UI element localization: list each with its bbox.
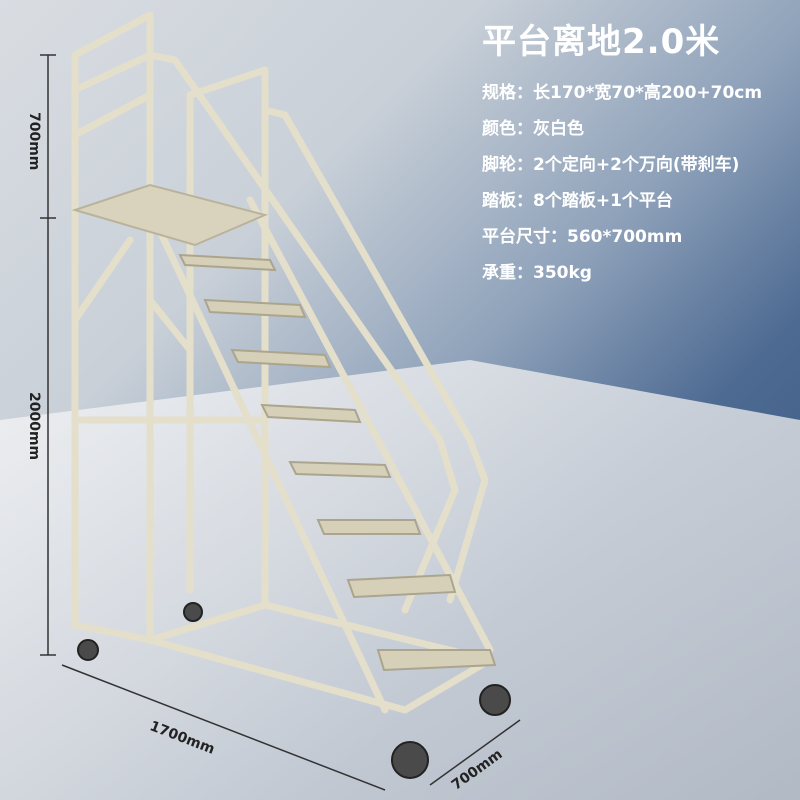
caster-wheel xyxy=(391,741,429,779)
product-title: 平台离地2.0米 xyxy=(482,22,721,62)
caster-wheel xyxy=(479,684,511,716)
step xyxy=(203,298,307,319)
dimension-platform-height: 2000mm xyxy=(26,392,42,461)
handrail-left xyxy=(146,51,459,614)
step xyxy=(316,519,422,535)
caster-wheel xyxy=(183,602,203,622)
spec-row-size: 规格：长170*宽70*高200+70cm xyxy=(482,83,763,103)
step xyxy=(260,403,362,424)
caster-wheel xyxy=(77,639,99,661)
spec-row-casters: 脚轮：2个定向+2个万向(带刹车) xyxy=(482,155,740,175)
step xyxy=(376,649,497,672)
step xyxy=(346,573,457,599)
dimension-rail-height: 700mm xyxy=(26,112,42,171)
spec-row-platform-size: 平台尺寸：560*700mm xyxy=(482,227,683,247)
spec-row-steps: 踏板：8个踏板+1个平台 xyxy=(482,191,673,211)
spec-row-load: 承重：350kg xyxy=(482,263,592,283)
step xyxy=(288,460,392,479)
spec-row-color: 颜色：灰白色 xyxy=(482,119,584,139)
step xyxy=(230,348,332,369)
platform xyxy=(71,183,269,247)
handrail-right xyxy=(261,106,489,604)
step xyxy=(178,253,277,272)
